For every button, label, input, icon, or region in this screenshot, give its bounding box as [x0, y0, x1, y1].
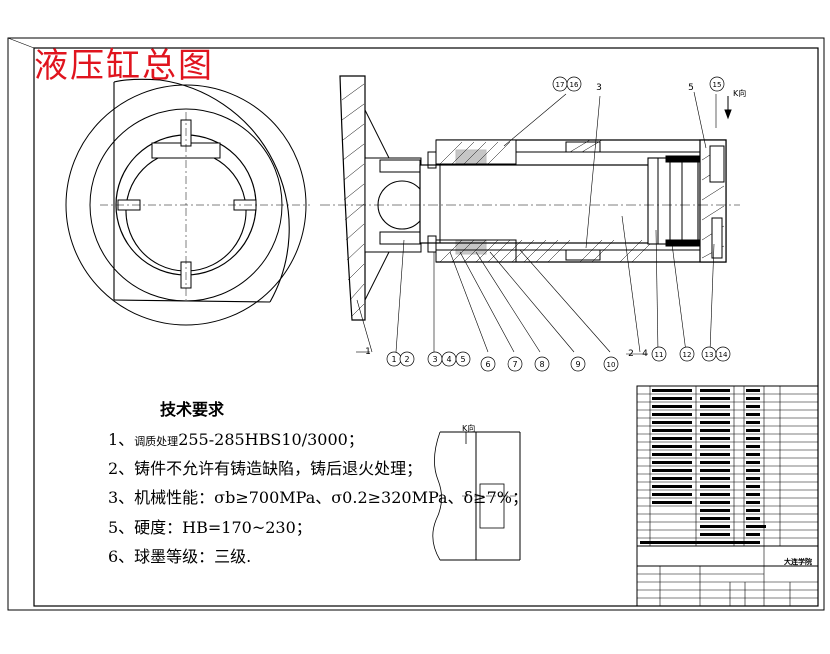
requirement-2: 2、铸件不允许有铸造缺陷，铸后退火处理； — [108, 459, 423, 478]
requirement-1-small: 调质处理 — [134, 435, 179, 448]
requirements-heading: 技术要求 — [160, 400, 225, 419]
outer-frame — [7, 37, 825, 611]
balloon-17: 17 — [556, 81, 565, 89]
balloon-8: 8 — [539, 360, 544, 369]
plain-label-2: 2 — [628, 349, 634, 359]
balloon-1: 1 — [391, 355, 396, 364]
requirement-1-text: 255-285HBS10/3000； — [178, 430, 364, 449]
drawing-title: 液压缸总图 — [34, 46, 214, 86]
leader-lines — [356, 91, 717, 355]
balloon-6: 6 — [485, 360, 490, 369]
requirement-1-prefix: 1、 — [108, 430, 135, 449]
k-detail-view — [432, 431, 521, 561]
parts-list-entries — [640, 389, 766, 544]
balloon-7: 7 — [512, 360, 517, 369]
requirement-1: 1、调质处理255-285HBS10/3000； — [108, 426, 364, 450]
plain-label-5: 5 — [688, 83, 694, 93]
balloon-2: 2 — [404, 355, 409, 364]
balloon-4: 4 — [446, 355, 451, 364]
k-detail-label: K向 — [462, 424, 476, 433]
balloon-3: 3 — [432, 355, 437, 364]
k-view-label: K向 — [733, 89, 747, 98]
plain-label-4: 4 — [642, 349, 648, 359]
cylinder-section — [320, 75, 740, 321]
balloons — [386, 76, 731, 372]
inner-frame — [33, 47, 819, 607]
balloon-11: 11 — [655, 351, 664, 359]
balloon-15: 15 — [713, 81, 722, 89]
balloon-16: 16 — [570, 81, 579, 89]
title-block-school: 大连学院 — [784, 558, 812, 566]
balloon-5: 5 — [460, 355, 465, 364]
balloon-14: 14 — [719, 351, 728, 359]
balloon-12: 12 — [683, 351, 692, 359]
balloon-13: 13 — [705, 351, 714, 359]
balloon-labels: 1 2 3 4 5 6 7 8 9 10 11 12 13 14 15 17 1… — [365, 81, 728, 369]
parts-list-table — [636, 385, 819, 607]
end-view — [65, 78, 310, 326]
balloon-9: 9 — [575, 360, 580, 369]
requirement-3: 3、机械性能：σb≥700MPa、σ0.2≥320MPa、δ≥7%； — [108, 488, 528, 507]
requirement-5: 5、硬度：HB=170~230； — [108, 518, 312, 537]
plain-label-1: 1 — [365, 347, 371, 357]
requirement-6: 6、球墨等级：三级. — [108, 547, 252, 566]
balloon-10: 10 — [607, 361, 616, 369]
plain-label-3: 3 — [596, 83, 602, 93]
